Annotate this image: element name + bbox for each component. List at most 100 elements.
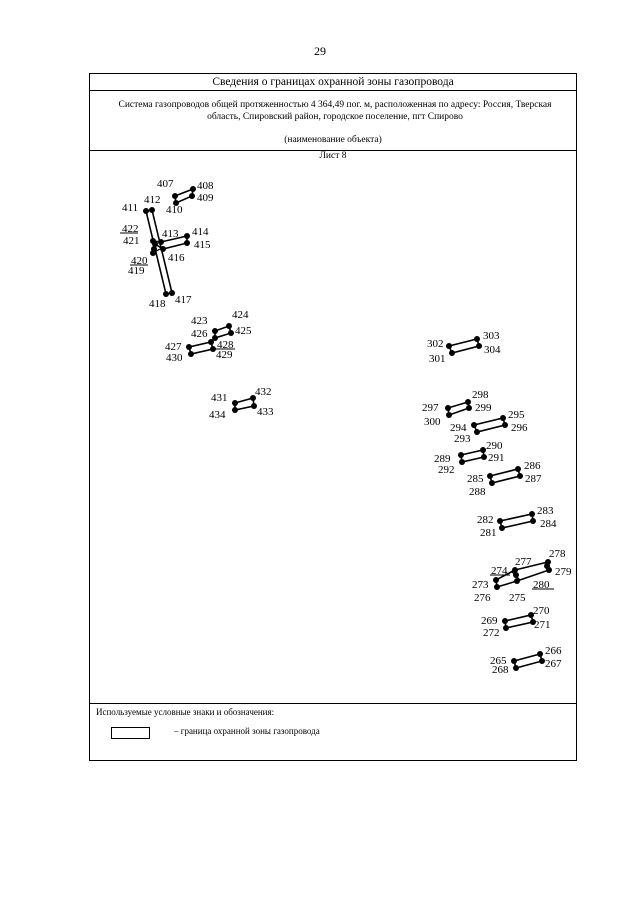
boundary-point-label: 288 [469, 486, 486, 498]
boundary-point-marker [512, 567, 518, 573]
boundary-point-marker [514, 578, 520, 584]
boundary-point-marker [158, 239, 164, 245]
zone-boundary-polygon [498, 513, 534, 529]
boundary-point-marker [503, 625, 509, 631]
boundary-point-label: 273 [472, 579, 489, 591]
boundary-point-marker [449, 350, 455, 356]
boundary-point-marker [232, 400, 238, 406]
boundary-point-label: 429 [216, 349, 233, 361]
drawing-frame: Сведения о границах охранной зоны газопр… [89, 73, 577, 761]
boundary-point-label: 296 [511, 422, 528, 434]
boundary-point-marker [251, 403, 257, 409]
boundary-point-label: 414 [192, 226, 209, 238]
boundary-point-marker [143, 208, 149, 214]
boundary-point-marker [480, 447, 486, 453]
boundary-point-marker [163, 291, 169, 297]
object-description: Система газопроводов общей протяженность… [118, 100, 552, 122]
boundary-point-marker [212, 328, 218, 334]
boundary-point-marker [189, 193, 195, 199]
boundary-point-label: 270 [533, 605, 550, 617]
boundary-point-marker [497, 518, 503, 524]
boundary-point-label: 283 [537, 505, 554, 517]
boundary-point-label: 419 [128, 265, 145, 277]
boundary-point-label: 407 [157, 178, 174, 190]
boundary-point-label: 411 [122, 202, 138, 214]
boundary-point-marker [151, 246, 157, 252]
boundary-point-marker [529, 511, 535, 517]
boundary-point-label: 284 [540, 518, 557, 530]
zone-boundary-polygon [460, 449, 485, 463]
boundary-point-marker [186, 344, 192, 350]
boundary-point-marker [190, 186, 196, 192]
boundary-point-marker [188, 351, 194, 357]
boundary-point-label: 266 [545, 645, 562, 657]
page-number: 29 [314, 44, 326, 58]
boundary-point-label: 274 [491, 565, 508, 577]
boundary-point-marker [150, 238, 156, 244]
page-title: Сведения о границах охранной зоны газопр… [90, 74, 576, 91]
boundary-point-label: 292 [438, 464, 455, 476]
boundary-point-label: 422 [122, 223, 139, 235]
boundary-point-marker [173, 200, 179, 206]
boundary-point-label: 433 [257, 406, 274, 418]
boundary-point-marker [160, 246, 166, 252]
boundary-point-label: 299 [475, 402, 492, 414]
boundary-point-label: 269 [481, 615, 498, 627]
boundary-point-label: 282 [477, 514, 494, 526]
boundary-point-marker [228, 330, 234, 336]
zone-boundary-polygon [489, 468, 521, 484]
boundary-point-label: 265 [490, 655, 507, 667]
boundary-point-marker [494, 584, 500, 590]
boundary-point-label: 427 [165, 341, 182, 353]
boundary-point-marker [530, 518, 536, 524]
boundary-point-marker [493, 577, 499, 583]
boundary-point-label: 297 [422, 402, 439, 414]
boundary-point-label: 421 [123, 235, 140, 247]
boundary-point-marker [465, 399, 471, 405]
boundary-point-marker [250, 395, 256, 401]
boundary-point-label: 272 [483, 627, 500, 639]
boundary-point-label: 281 [480, 527, 497, 539]
boundary-point-label: 423 [191, 315, 208, 327]
boundary-point-label: 413 [162, 228, 179, 240]
boundary-point-marker [511, 658, 517, 664]
zone-boundary-polygon [513, 653, 543, 669]
boundary-point-label: 432 [255, 386, 272, 398]
boundary-point-label: 410 [166, 204, 183, 216]
boundary-point-marker [513, 572, 519, 578]
boundary-point-marker [474, 336, 480, 342]
boundary-point-label: 408 [197, 180, 214, 192]
boundary-point-label: 409 [197, 192, 214, 204]
boundary-point-label: 291 [488, 452, 505, 464]
boundary-point-marker [210, 346, 216, 352]
boundary-point-marker [446, 412, 452, 418]
boundary-point-label: 412 [144, 194, 161, 206]
legend-boundary-text: – граница охранной зоны газопровода [174, 726, 320, 736]
boundary-point-label: 286 [524, 460, 541, 472]
boundary-point-label: 303 [483, 330, 500, 342]
boundary-point-label: 302 [427, 338, 444, 350]
boundary-point-marker [466, 405, 472, 411]
boundary-point-marker [545, 559, 551, 565]
boundary-point-label: 301 [429, 353, 446, 365]
boundary-point-marker [212, 335, 218, 341]
boundary-point-marker [476, 343, 482, 349]
boundary-point-marker [471, 422, 477, 428]
boundary-point-marker [513, 665, 519, 671]
legend-boundary-symbol [111, 727, 150, 739]
boundary-point-label: 425 [235, 325, 252, 337]
boundary-point-marker [500, 415, 506, 421]
boundary-point-label: 418 [149, 298, 166, 310]
boundary-point-marker [502, 618, 508, 624]
legend-title: Используемые условные знаки и обозначени… [96, 707, 275, 717]
boundary-point-marker [528, 612, 534, 618]
boundary-point-label: 426 [191, 328, 208, 340]
boundary-point-label: 428 [217, 339, 234, 351]
boundary-point-marker [184, 240, 190, 246]
boundary-point-marker [515, 466, 521, 472]
object-caption: (наименование объекта) [284, 135, 382, 145]
boundary-point-label: 416 [168, 252, 185, 264]
boundary-point-marker [539, 658, 545, 664]
boundary-point-label: 279 [555, 566, 572, 578]
